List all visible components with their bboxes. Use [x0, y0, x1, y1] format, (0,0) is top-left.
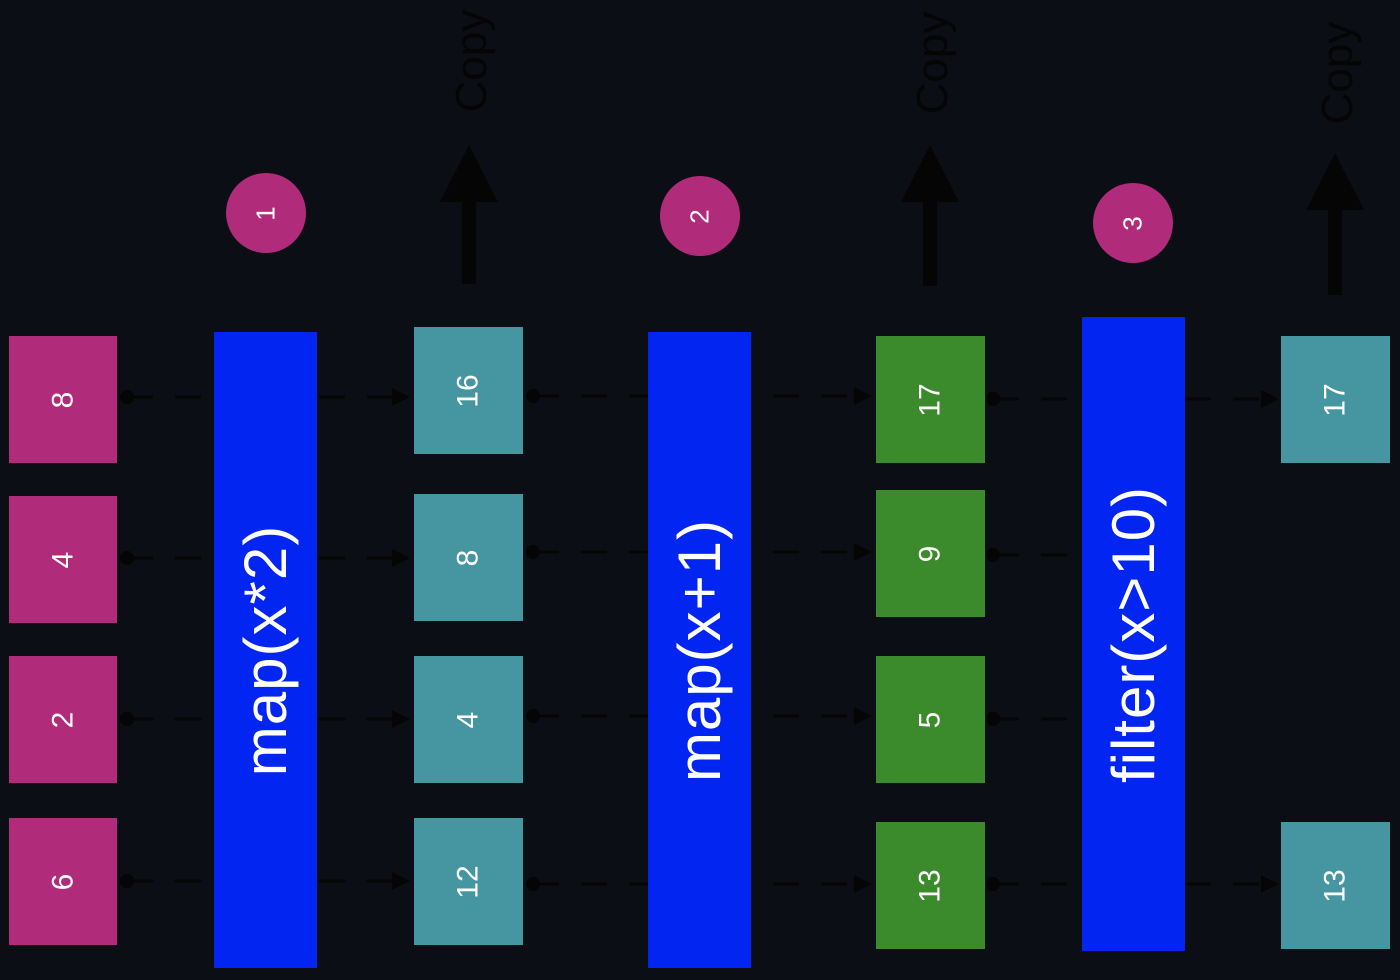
operator-bar-2: map(x+1)	[648, 332, 751, 968]
step-badge-2: 2	[660, 176, 740, 256]
stage2-output-value-1: 17	[913, 382, 947, 417]
stage3-output-box-2: 13	[1281, 822, 1390, 949]
copy-label-2: Copy	[908, 11, 957, 115]
copy-arrow-shaft	[923, 200, 937, 286]
copy-arrow-head	[440, 145, 498, 202]
stage2-output-value-4: 13	[913, 868, 947, 903]
input-value-2: 4	[46, 551, 79, 568]
flow-arrowhead	[1261, 390, 1279, 408]
flow-arrowhead	[854, 387, 872, 405]
flow-arrowhead	[854, 707, 872, 725]
operator-label-2: map(x+1)	[666, 518, 733, 782]
stage1-output-value-4: 12	[451, 864, 485, 899]
flow-arrowhead	[392, 388, 410, 406]
input-value-1: 8	[46, 391, 79, 408]
input-value-4: 6	[46, 873, 79, 890]
stage2-output-box-2: 9	[876, 490, 985, 617]
stage2-output-value-2: 9	[913, 545, 947, 562]
copy-label-1: Copy	[447, 9, 496, 113]
step-badge-number-1: 1	[250, 205, 281, 221]
flow-arrowhead	[1261, 875, 1279, 893]
step-badge-number-2: 2	[684, 208, 715, 224]
copy-arrow-head	[901, 145, 959, 202]
operator-bar-1: map(x*2)	[214, 332, 317, 968]
stage1-output-box-4: 12	[414, 818, 523, 945]
stage3-output-value-2: 13	[1318, 868, 1352, 903]
operator-bar-3: filter(x>10)	[1082, 317, 1185, 951]
stage1-output-value-1: 16	[451, 373, 485, 408]
input-box-1: 8	[9, 336, 117, 463]
stage2-output-box-1: 17	[876, 336, 985, 463]
input-box-2: 4	[9, 496, 117, 623]
stage1-output-box-2: 8	[414, 494, 523, 621]
copy-label-3: Copy	[1313, 21, 1362, 125]
stage2-output-value-3: 5	[913, 711, 947, 728]
copy-arrow-head	[1306, 153, 1364, 210]
step-badge-number-3: 3	[1117, 215, 1148, 231]
operator-label-3: filter(x>10)	[1100, 485, 1167, 783]
step-badge-3: 3	[1093, 183, 1173, 263]
input-value-3: 2	[46, 711, 79, 728]
stage2-output-box-3: 5	[876, 656, 985, 783]
stage2-output-box-4: 13	[876, 822, 985, 949]
stage1-output-box-3: 4	[414, 656, 523, 783]
flow-arrowhead	[854, 875, 872, 893]
flow-arrowhead	[854, 543, 872, 561]
stage1-output-box-1: 16	[414, 327, 523, 454]
stage3-output-value-1: 17	[1318, 382, 1352, 417]
copy-arrow-shaft	[462, 200, 476, 284]
flow-arrowhead	[392, 549, 410, 567]
stage3-output-box-1: 17	[1281, 336, 1390, 463]
input-box-4: 6	[9, 818, 117, 945]
step-badge-1: 1	[226, 173, 306, 253]
stage1-output-value-2: 8	[451, 549, 485, 566]
operator-label-1: map(x*2)	[232, 524, 299, 776]
copy-arrow-shaft	[1328, 208, 1342, 295]
flow-arrowhead	[392, 872, 410, 890]
stage1-output-value-3: 4	[451, 711, 485, 728]
input-box-3: 2	[9, 656, 117, 783]
flow-arrowhead	[392, 710, 410, 728]
